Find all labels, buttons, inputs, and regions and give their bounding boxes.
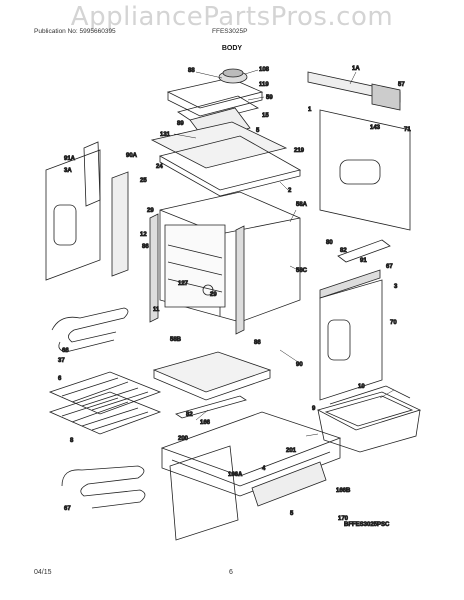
part-label: 108 xyxy=(259,67,270,73)
part-label: 3A xyxy=(64,168,72,174)
part-label: 127 xyxy=(178,281,189,287)
part-label: 15 xyxy=(262,113,269,119)
part-label: 166A xyxy=(228,472,243,478)
part-label: 201 xyxy=(286,448,297,454)
back-panel xyxy=(308,72,410,230)
diagram-code: BFFES3025PSC xyxy=(344,522,390,528)
part-label: 82 xyxy=(186,412,193,418)
part-label: 90 xyxy=(296,362,303,368)
part-label: 5 xyxy=(256,128,260,134)
part-label: 66 xyxy=(62,348,69,354)
part-label: 219 xyxy=(294,148,305,154)
footer-page: 6 xyxy=(229,569,233,576)
part-label: 170 xyxy=(338,516,349,522)
watermark: AppliancePartsPros.com xyxy=(70,2,394,32)
part-label: 82 xyxy=(340,248,347,254)
part-label: 2 xyxy=(288,188,292,194)
publication-number: Publication No: 5995660395 xyxy=(34,28,116,35)
part-label: 25 xyxy=(140,178,147,184)
part-label: 86 xyxy=(142,244,149,250)
part-label: 11 xyxy=(153,307,160,313)
part-label: 59 xyxy=(266,95,273,101)
part-label: 58A xyxy=(296,202,308,208)
part-label: 1 xyxy=(308,107,312,113)
part-label: 67 xyxy=(386,264,393,270)
part-label: 166 xyxy=(200,420,211,426)
top-insulation-panel xyxy=(152,122,300,196)
part-label: 8 xyxy=(70,438,74,444)
part-label: 29 xyxy=(210,292,217,298)
part-label: 119 xyxy=(259,82,269,88)
part-label: 67 xyxy=(64,506,71,512)
part-label: 71 xyxy=(404,127,411,133)
part-label: 91 xyxy=(360,258,367,264)
oven-front-frame xyxy=(150,214,244,334)
part-label: 70 xyxy=(390,320,397,326)
part-label: 90A xyxy=(126,153,138,159)
part-label: 143 xyxy=(370,125,381,131)
oven-cavity xyxy=(160,192,300,322)
part-label: 80 xyxy=(326,240,333,246)
part-label: 131 xyxy=(160,132,171,138)
part-label: 6 xyxy=(58,376,62,382)
part-label: 10 xyxy=(358,384,365,390)
model-number: FFES3025P xyxy=(212,28,248,35)
part-label: 88 xyxy=(188,68,195,74)
part-label: 86 xyxy=(254,340,261,346)
bake-element xyxy=(52,308,128,352)
left-side-panel xyxy=(46,142,128,280)
part-label: 3 xyxy=(394,284,398,290)
part-label: 200 xyxy=(178,436,189,442)
part-label: 58B xyxy=(170,337,182,343)
broil-element xyxy=(62,466,145,508)
right-side-panel xyxy=(320,240,390,400)
drawer-frame xyxy=(162,412,340,540)
part-label: 24 xyxy=(156,164,163,170)
broiler-pan xyxy=(318,386,420,452)
part-label: 4 xyxy=(262,466,266,472)
part-label: 58C xyxy=(296,268,308,274)
part-label: 29 xyxy=(147,208,154,214)
section-title: BODY xyxy=(221,45,243,52)
part-label: 1A xyxy=(352,66,360,72)
part-label: 37 xyxy=(58,358,65,364)
part-label: 89 xyxy=(177,121,184,127)
leader-lines xyxy=(174,70,394,436)
part-label: 57 xyxy=(398,82,405,88)
part-label: 91A xyxy=(64,156,76,162)
part-label: 5 xyxy=(290,511,294,517)
footer-date: 04/15 xyxy=(34,569,52,576)
part-label: 166B xyxy=(336,488,351,494)
oven-racks xyxy=(50,372,160,434)
part-label: 9 xyxy=(312,406,316,412)
bottom-insulation xyxy=(154,352,270,418)
part-label: 12 xyxy=(140,232,147,238)
part-label-group: 88 108 119 59 89 131 24 25 29 12 86 127 … xyxy=(58,66,412,529)
